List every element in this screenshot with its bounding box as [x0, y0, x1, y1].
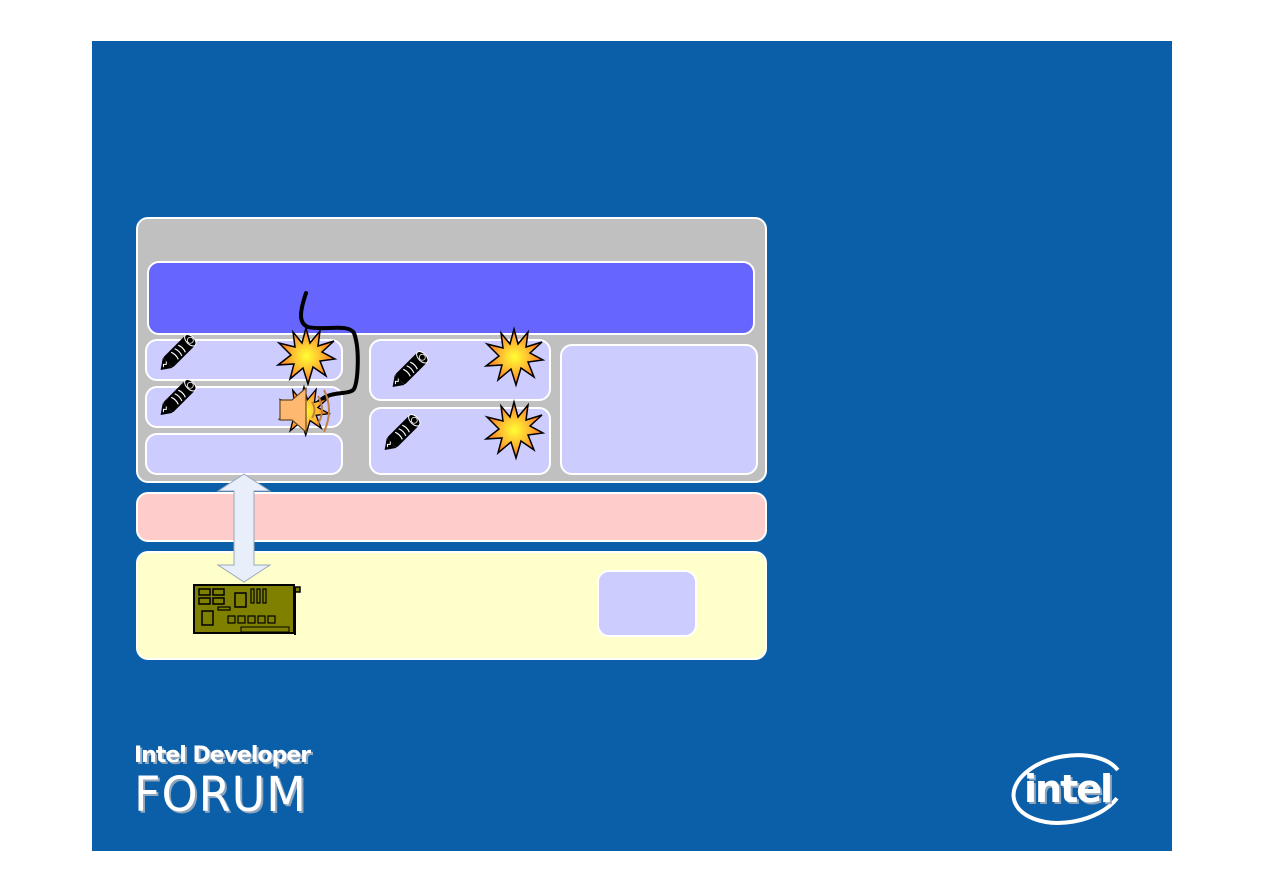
intel-logo-text: intel — [1024, 767, 1113, 811]
circuit-board-icon — [193, 584, 301, 635]
intel-logo: intel — [1010, 749, 1128, 829]
intel-developer-forum-logo: Intel Developer FORUM — [134, 743, 311, 823]
top-bar — [147, 261, 755, 335]
double-arrow-icon — [216, 473, 272, 583]
left-box-3 — [145, 433, 343, 475]
right-box — [560, 344, 758, 475]
pencil-icon — [160, 334, 197, 370]
speaker-icon — [279, 386, 330, 434]
slide: Intel Developer FORUM intel — [92, 41, 1172, 851]
logo-line-2: FORUM — [134, 765, 307, 823]
explosion-icon — [483, 399, 546, 461]
bottom-small-box — [597, 570, 697, 637]
explosion-icon — [483, 326, 546, 388]
explosion-icon — [275, 325, 338, 387]
pencil-icon — [384, 414, 421, 450]
logo-line-1: Intel Developer — [134, 743, 311, 768]
pencil-icon — [392, 351, 429, 387]
pencil-icon — [160, 379, 197, 415]
